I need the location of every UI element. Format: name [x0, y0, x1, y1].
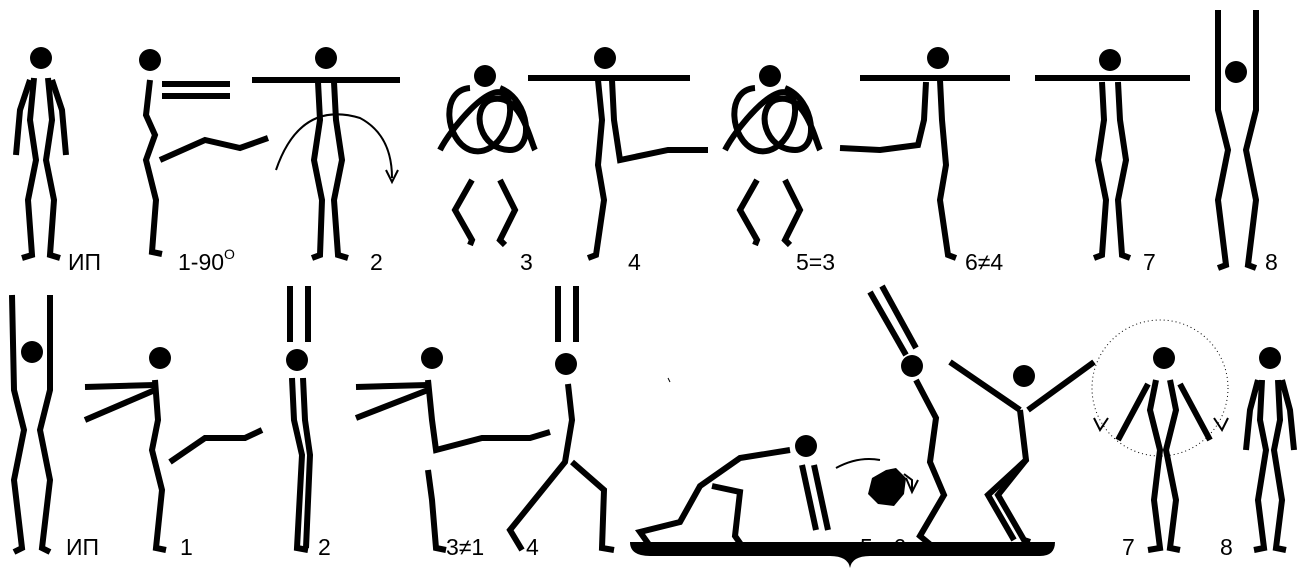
- label-row2-4: 4: [526, 534, 539, 560]
- figure-row1-2: [252, 47, 400, 261]
- figure-row1-6: [839, 47, 1010, 261]
- label-row2-7: 8: [1220, 534, 1233, 560]
- label-row2-3: 3≠1: [446, 534, 484, 560]
- label-row1-2: 2: [370, 249, 383, 275]
- dotted-circle-arrows-icon: [1091, 319, 1229, 457]
- label-row1-0: ИП: [68, 249, 101, 275]
- label-row2-6: 7: [1122, 534, 1135, 560]
- figure-row2-2: [286, 286, 314, 553]
- label-row2-0: ИП: [66, 534, 99, 560]
- figure-row2-reach: [867, 284, 948, 549]
- figure-row2-7: [1243, 347, 1297, 553]
- label-row1-8: 8: [1265, 249, 1278, 275]
- figure-row2-jump: [948, 359, 1096, 545]
- figure-row2-1: [83, 347, 264, 553]
- figure-row2-6: [1091, 319, 1229, 553]
- label-row1-3: 3: [520, 249, 533, 275]
- figure-row1-start: [13, 47, 69, 261]
- figure-row1-7: [1035, 49, 1190, 261]
- label-row1-7: 7: [1143, 249, 1156, 275]
- label-row1-4: 4: [628, 249, 641, 275]
- figure-row1-5: [722, 65, 823, 248]
- figure-row1-4: [528, 47, 708, 261]
- figure-row2-3: [354, 347, 551, 553]
- label-row1-5: 5=3: [796, 249, 835, 275]
- curly-brace-icon: [630, 542, 1055, 568]
- figure-row1-3: [437, 65, 538, 248]
- label-row2-1: 1: [180, 534, 193, 560]
- figure-row1-1: [139, 49, 270, 257]
- label-row1-6: 6≠4: [965, 249, 1003, 275]
- figure-row2-4: [506, 286, 615, 553]
- label-row1-1: 1-90O: [178, 246, 235, 275]
- figure-row2-crouch: [634, 435, 831, 548]
- figure-row2-start: [9, 294, 54, 555]
- label-row2-5: 5 - 6: [860, 534, 906, 560]
- speck: [667, 377, 671, 383]
- figure-row1-8: [1214, 10, 1260, 271]
- circle-arrow-icon: [835, 458, 919, 506]
- label-row2-2: 2: [318, 534, 331, 560]
